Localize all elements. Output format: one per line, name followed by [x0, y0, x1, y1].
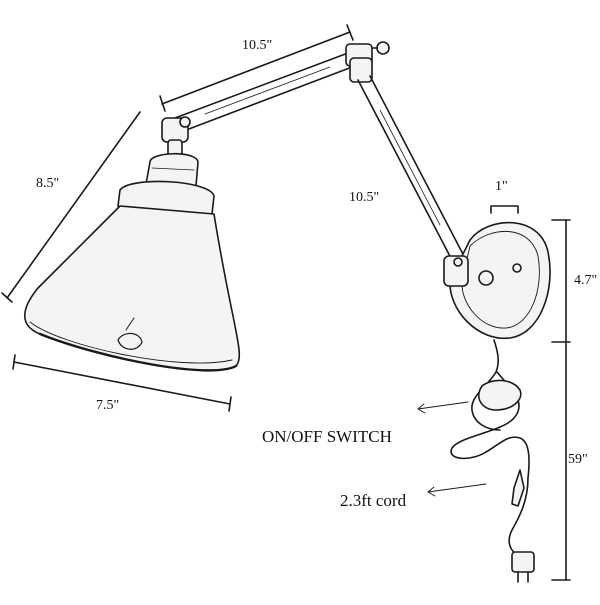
lamp-shade: [24, 205, 241, 372]
plate-depth-dimension-label: 1": [495, 179, 508, 194]
lower-arm-dimension-label: 10.5": [349, 190, 380, 205]
cord-length-dimension-label: 59": [568, 452, 588, 467]
lower-arm: [357, 75, 466, 263]
power-cord: [450, 339, 535, 583]
shade-width-dimension-label: 7.5": [96, 398, 120, 413]
switch-callout-label: ON/OFF SWITCH: [262, 427, 392, 446]
shade-swivel: [161, 116, 191, 159]
wall-plate: [443, 221, 551, 340]
upper-arm-dimension-label: 10.5": [242, 38, 273, 53]
dimension-line-upper-arm: [159, 24, 354, 112]
plate-height-dimension-label: 4.7": [574, 273, 598, 288]
cord-callout-label: 2.3ft cord: [340, 491, 407, 510]
shade-height-dimension-label: 8.5": [36, 176, 60, 191]
callout-arrow-cord: [427, 483, 487, 497]
elbow-joint: [345, 41, 390, 83]
callout-arrow-switch: [417, 401, 469, 414]
dimension-line-vertical: [551, 219, 571, 581]
dimension-line-shade-width: [12, 354, 232, 412]
dimension-line-plate-depth: [490, 205, 519, 214]
upper-arm: [174, 49, 361, 133]
dimension-line-shade-height: [1, 111, 141, 303]
